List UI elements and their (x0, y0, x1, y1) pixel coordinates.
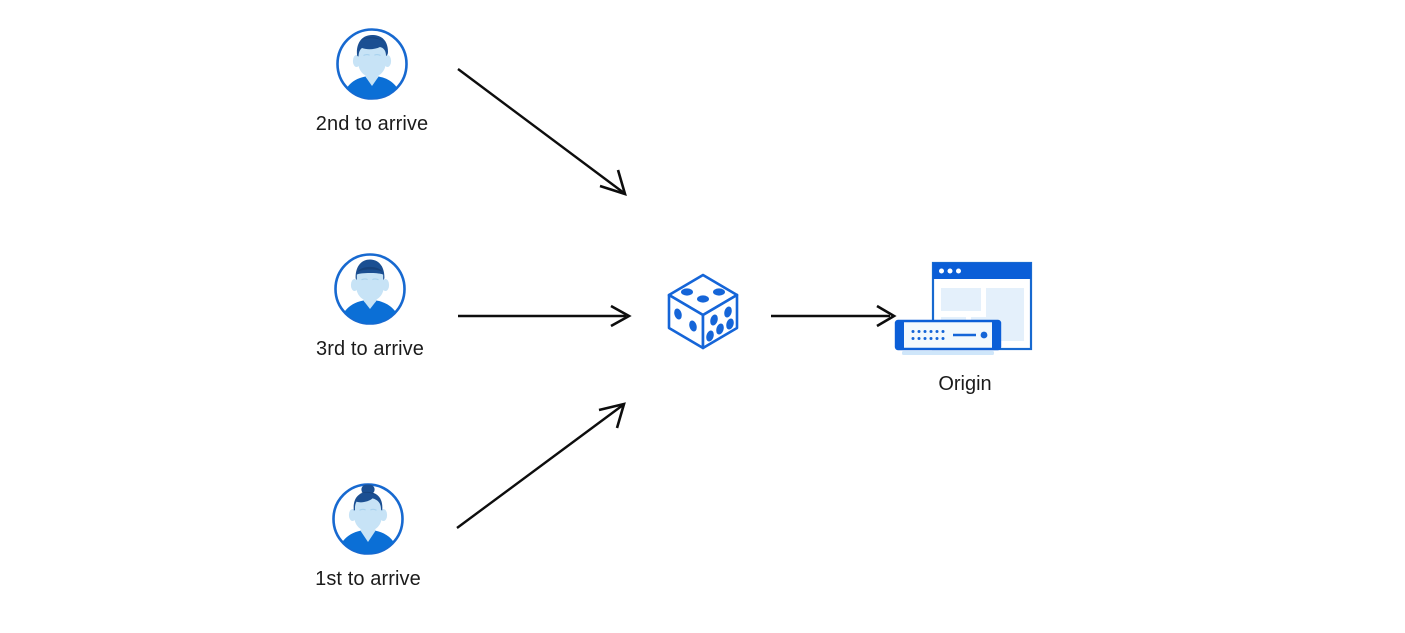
client-label-3rd: 3rd to arrive (315, 338, 424, 360)
client-node-2nd: 2nd to arrive (272, 26, 472, 137)
client-node-1st: 1st to arrive (268, 481, 468, 592)
arrow-3rd-to-dice (458, 304, 632, 328)
origin-server-icon (893, 258, 1038, 363)
arrow-1st-to-dice (456, 402, 626, 529)
avatar-male-wavy-hair-icon (334, 26, 410, 102)
client-label-2nd: 2nd to arrive (315, 113, 429, 135)
server-rack-icon (894, 319, 1001, 355)
client-label-1st: 1st to arrive (315, 568, 421, 590)
dice-icon (658, 266, 748, 356)
avatar-female-bun-hair-icon (330, 481, 406, 557)
origin-label: Origin (938, 373, 992, 395)
origin-node: Origin (855, 258, 1075, 397)
arrow-2nd-to-dice (457, 68, 627, 196)
avatar-male-short-hair-icon (332, 251, 408, 327)
client-node-3rd: 3rd to arrive (270, 251, 470, 362)
